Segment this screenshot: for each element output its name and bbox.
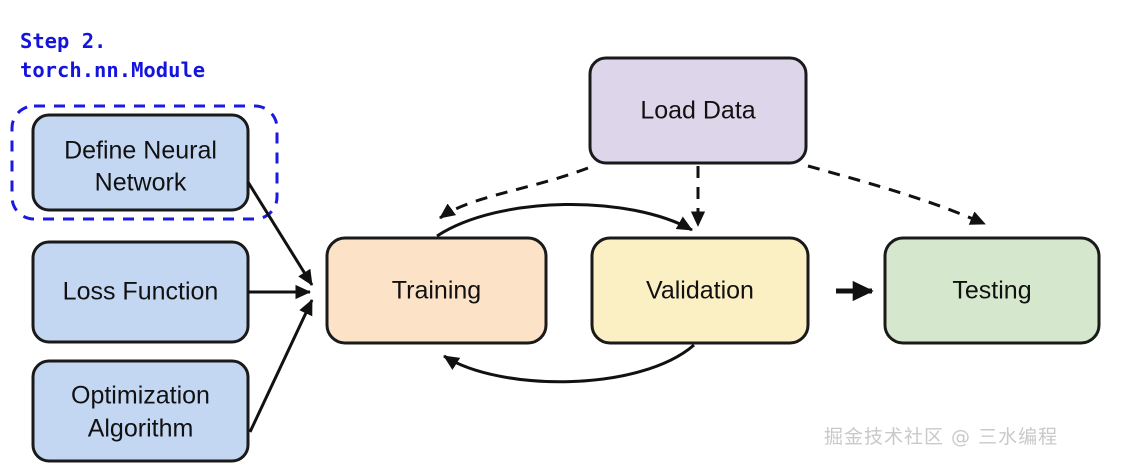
- edge-load-data-to-testing: [807, 164, 986, 226]
- node-load-data[interactable]: Load Data: [588, 56, 808, 165]
- optimization-algorithm-label-line-1: Optimization: [71, 382, 210, 410]
- training-label: Training: [392, 277, 481, 305]
- node-define-neural-network[interactable]: Define Neural Network: [31, 113, 250, 212]
- training-shape: [325, 236, 548, 345]
- edge-define-neural-network-to-training: [246, 181, 314, 286]
- define-neural-network-label-line-2: Network: [95, 169, 187, 197]
- testing-shape: [883, 236, 1101, 345]
- edge-load-data-to-training: [439, 166, 589, 220]
- edge-training-to-validation: [436, 202, 693, 238]
- testing-label: Testing: [952, 277, 1031, 305]
- optimization-algorithm-label-line-2: Algorithm: [88, 415, 194, 443]
- edge-validation-to-training: [443, 343, 695, 384]
- define-neural-network-label-line-1: Define Neural: [64, 137, 217, 165]
- watermark-text: 掘金技术社区 @ 三水编程: [824, 426, 1058, 448]
- torch-nn-module-group-box: [10, 104, 279, 221]
- node-testing[interactable]: Testing: [883, 236, 1101, 345]
- load-data-label: Load Data: [640, 97, 755, 125]
- node-loss-function[interactable]: Loss Function: [31, 240, 250, 344]
- define-neural-network-shape: [31, 113, 250, 212]
- validation-label: Validation: [646, 277, 754, 305]
- step-title-line-2: torch.nn.Module: [20, 58, 205, 82]
- load-data-shape: [588, 56, 808, 165]
- node-optimization-algorithm[interactable]: Optimization Algorithm: [31, 359, 250, 463]
- validation-shape: [590, 236, 810, 345]
- edge-optimization-algorithm-to-training: [248, 299, 314, 433]
- step-title-line-1: Step 2.: [20, 29, 106, 53]
- optimization-algorithm-shape: [31, 359, 250, 463]
- node-training[interactable]: Training: [325, 236, 548, 345]
- node-validation[interactable]: Validation: [590, 236, 810, 345]
- loss-function-label: Loss Function: [63, 278, 219, 306]
